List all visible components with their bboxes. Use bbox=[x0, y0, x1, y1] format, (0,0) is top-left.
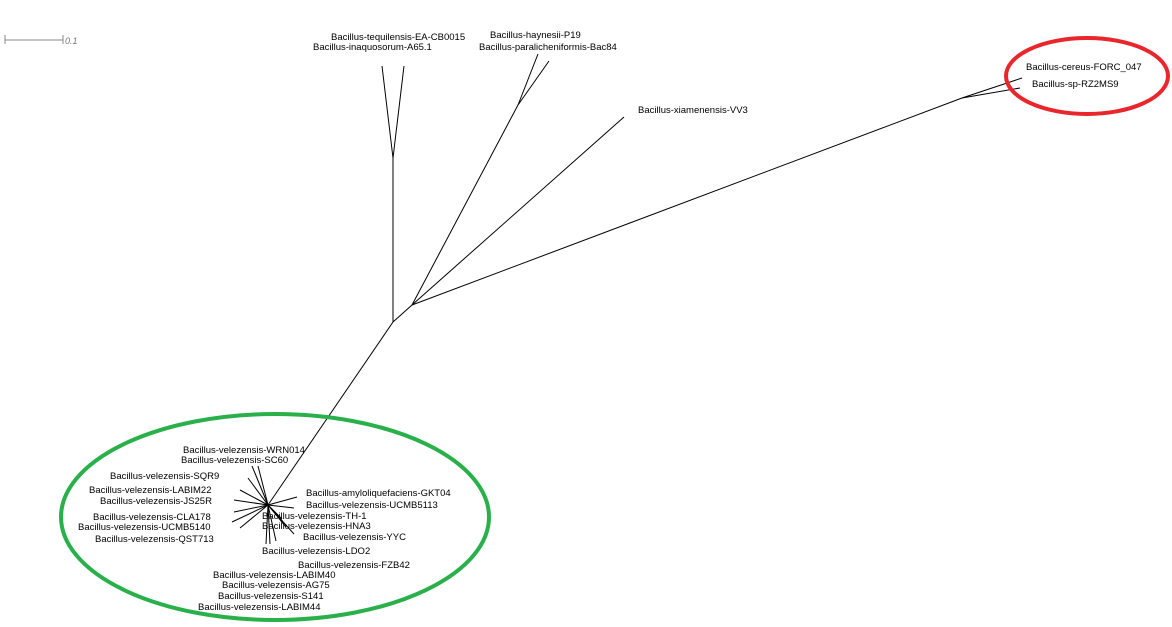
branch-fzb42 bbox=[267, 504, 271, 545]
label-cla178: Bacillus-velezensis-CLA178 bbox=[93, 512, 211, 523]
label-s141: Bacillus-velezensis-S141 bbox=[218, 591, 324, 602]
label-sqr9: Bacillus-velezensis-SQR9 bbox=[110, 471, 219, 482]
label-sc60: Bacillus-velezensis-SC60 bbox=[181, 455, 288, 466]
label-sp-rz2ms9: Bacillus-sp-RZ2MS9 bbox=[1032, 79, 1119, 90]
label-cereus: Bacillus-cereus-FORC_047 bbox=[1026, 62, 1142, 73]
branch-ucmb5140 bbox=[231, 504, 269, 523]
label-ucmb5140: Bacillus-velezensis-UCMB5140 bbox=[78, 522, 211, 533]
branch-to-licheniformis-clade bbox=[411, 104, 519, 306]
branch-ldo2 bbox=[267, 504, 277, 542]
branch-haynesii bbox=[517, 53, 539, 106]
label-ag75: Bacillus-velezensis-AG75 bbox=[222, 580, 330, 591]
branch-to-velezensis-clade bbox=[267, 321, 394, 506]
branch-inaquosorum bbox=[392, 65, 405, 159]
velezensis-group-highlight-circle bbox=[59, 412, 491, 622]
scale-bar: 0.1 bbox=[4, 35, 78, 46]
label-fzb42: Bacillus-velezensis-FZB42 bbox=[298, 560, 410, 571]
cereus-group-highlight-circle bbox=[1004, 36, 1170, 116]
tree-branches bbox=[231, 53, 1023, 545]
branch-labim40 bbox=[265, 504, 269, 545]
label-th1: Bacillus-velezensis-TH-1 bbox=[262, 511, 367, 522]
label-js25r: Bacillus-velezensis-JS25R bbox=[100, 496, 212, 507]
scale-bar-label: 0.1 bbox=[65, 36, 78, 46]
label-xiamenensis: Bacillus-xiamenensis-VV3 bbox=[638, 105, 748, 116]
label-labim40: Bacillus-velezensis-LABIM40 bbox=[213, 570, 336, 581]
branch-cereus bbox=[961, 77, 1023, 99]
branch-wrn014 bbox=[251, 465, 269, 506]
branch-to-cereus-clade bbox=[411, 97, 963, 306]
label-tequilensis: Bacillus-tequilensis-EA-CB0015 bbox=[331, 32, 465, 43]
label-haynesii: Bacillus-haynesii-P19 bbox=[490, 30, 581, 41]
branch-tequilensis bbox=[381, 65, 394, 159]
label-ucmb5113: Bacillus-velezensis-UCMB5113 bbox=[306, 500, 438, 511]
label-ldo2: Bacillus-velezensis-LDO2 bbox=[262, 546, 370, 557]
branch-yyc bbox=[267, 504, 295, 535]
taxon-labels: Bacillus-tequilensis-EA-CB0015 Bacillus-… bbox=[78, 30, 1142, 613]
label-yyc: Bacillus-velezensis-YYC bbox=[303, 532, 406, 543]
label-inaquosorum: Bacillus-inaquosorum-A65.1 bbox=[313, 42, 432, 53]
branch-sqr9 bbox=[247, 477, 269, 506]
label-qst713: Bacillus-velezensis-QST713 bbox=[95, 534, 214, 545]
branch-paralicheniformis bbox=[517, 60, 550, 106]
label-wrn014: Bacillus-velezensis-WRN014 bbox=[183, 445, 305, 456]
branch-labim22 bbox=[239, 489, 269, 506]
branch-gkt04 bbox=[267, 496, 298, 506]
branch-sc60 bbox=[257, 465, 269, 506]
branch-cla178 bbox=[233, 504, 269, 513]
branch-xiamenensis bbox=[411, 116, 625, 306]
branch-js25r bbox=[233, 499, 269, 506]
label-gkt04: Bacillus-amyloliquefaciens-GKT04 bbox=[306, 488, 451, 499]
label-hna3: Bacillus-velezensis-HNA3 bbox=[262, 521, 371, 532]
label-labim22: Bacillus-velezensis-LABIM22 bbox=[89, 485, 212, 496]
label-labim44: Bacillus-velezensis-LABIM44 bbox=[198, 602, 321, 613]
branch-ucmb5113 bbox=[267, 504, 295, 509]
label-paralicheniformis: Bacillus-paralicheniformis-Bac84 bbox=[479, 42, 617, 53]
branch-qst713 bbox=[239, 504, 269, 529]
branch-internal bbox=[392, 304, 413, 323]
